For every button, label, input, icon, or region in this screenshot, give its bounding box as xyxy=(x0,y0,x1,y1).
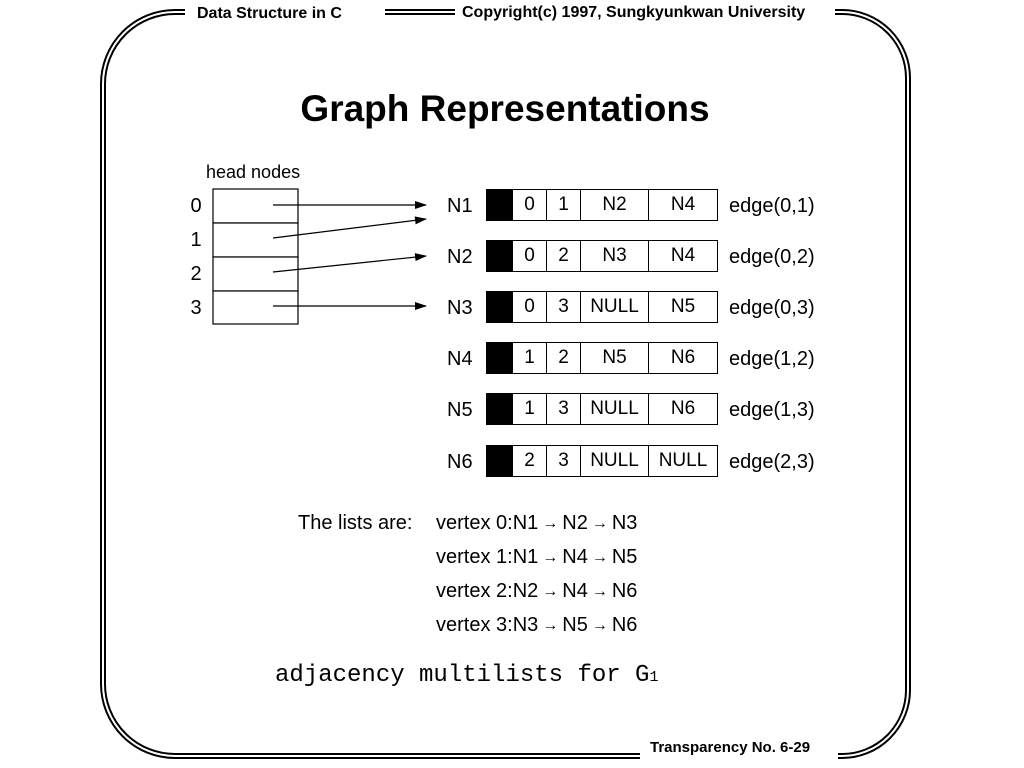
vertex2-field: 3 xyxy=(546,393,581,425)
node-name: N2 xyxy=(447,246,473,268)
edge-label: edge(0,3) xyxy=(729,297,815,319)
vertex-list-head: vertex 1:N1 xyxy=(436,546,539,568)
edge-label: edge(1,2) xyxy=(729,348,815,370)
pointer-arrow-1 xyxy=(272,216,427,239)
vertex-list-node: N2 xyxy=(562,512,588,534)
vertex-list-node: N5 xyxy=(562,614,588,636)
path2-field: NULL xyxy=(648,445,718,477)
pointer-arrow-2 xyxy=(272,253,427,273)
path2-field: N6 xyxy=(648,393,718,425)
vertex-list-node: N5 xyxy=(611,546,638,568)
course-title: Data Structure in C xyxy=(193,5,346,23)
vertex-list-node: N6 xyxy=(611,614,638,636)
node-name: N6 xyxy=(447,451,473,473)
mark-bit xyxy=(486,240,513,272)
right-arrow-icon: → xyxy=(591,617,608,634)
path1-field: NULL xyxy=(580,291,649,323)
vertex-list-node: N4 xyxy=(562,546,588,568)
right-arrow-icon: → xyxy=(591,515,608,532)
path2-field: N4 xyxy=(648,189,718,221)
edge-label: edge(0,1) xyxy=(729,195,815,217)
head-index-0: 0 xyxy=(190,195,202,217)
vertex2-field: 1 xyxy=(546,189,581,221)
vertex1-field: 2 xyxy=(512,445,547,477)
path1-field: N2 xyxy=(580,189,649,221)
node-name: N4 xyxy=(447,348,473,370)
mark-bit xyxy=(486,291,513,323)
right-arrow-icon: → xyxy=(591,583,608,600)
path2-field: N6 xyxy=(648,342,718,374)
copyright-notice: Copyright(c) 1997, Sungkyunkwan Universi… xyxy=(458,4,810,22)
figure-caption: adjacency multilists for G1 xyxy=(275,662,658,689)
head-nodes-label: head nodes xyxy=(206,162,301,182)
vertex1-field: 0 xyxy=(512,291,547,323)
path1-field: NULL xyxy=(580,445,649,477)
vertex-list-node: N3 xyxy=(611,512,638,534)
edge-label: edge(1,3) xyxy=(729,399,815,421)
mark-bit xyxy=(486,342,513,374)
vertex-list-head: vertex 0:N1 xyxy=(436,512,539,534)
vertex2-field: 3 xyxy=(546,291,581,323)
node-name: N5 xyxy=(447,399,473,421)
vertex1-field: 1 xyxy=(512,342,547,374)
right-arrow-icon: → xyxy=(542,549,559,566)
vertex1-field: 0 xyxy=(512,240,547,272)
mark-bit xyxy=(486,445,513,477)
vertex1-field: 1 xyxy=(512,393,547,425)
right-arrow-icon: → xyxy=(542,617,559,634)
node-name: N1 xyxy=(447,195,473,217)
lists-intro: The lists are: xyxy=(298,512,413,534)
right-arrow-icon: → xyxy=(591,549,608,566)
path2-field: N4 xyxy=(648,240,718,272)
vertex-list-node: N4 xyxy=(562,580,588,602)
vertex-list-0: vertex 0:N1→N2→N3 xyxy=(436,512,637,535)
vertex2-field: 3 xyxy=(546,445,581,477)
vertex-list-2: vertex 2:N2→N4→N6 xyxy=(436,580,637,603)
vertex-list-1: vertex 1:N1→N4→N5 xyxy=(436,546,637,569)
path1-field: NULL xyxy=(580,393,649,425)
vertex-list-head: vertex 3:N3 xyxy=(436,614,539,636)
vertex-list-3: vertex 3:N3→N5→N6 xyxy=(436,614,637,637)
head-index-1: 1 xyxy=(190,229,202,251)
caption-subscript: 1 xyxy=(649,669,659,686)
mark-bit xyxy=(486,393,513,425)
vertex1-field: 0 xyxy=(512,189,547,221)
vertex-list-head: vertex 2:N2 xyxy=(436,580,539,602)
node-name: N3 xyxy=(447,297,473,319)
path2-field: N5 xyxy=(648,291,718,323)
page-title: Graph Representations xyxy=(300,88,710,129)
mark-bit xyxy=(486,189,513,221)
path1-field: N3 xyxy=(580,240,649,272)
edge-label: edge(2,3) xyxy=(729,451,815,473)
vertex2-field: 2 xyxy=(546,342,581,374)
head-index-2: 2 xyxy=(190,263,202,285)
caption-text: adjacency multilists for G xyxy=(275,662,650,689)
head-node-column xyxy=(212,188,299,325)
edge-label: edge(0,2) xyxy=(729,246,815,268)
right-arrow-icon: → xyxy=(542,583,559,600)
vertex2-field: 2 xyxy=(546,240,581,272)
right-arrow-icon: → xyxy=(542,515,559,532)
vertex-list-node: N6 xyxy=(611,580,638,602)
transparency-number: Transparency No. 6-29 xyxy=(646,739,815,756)
head-index-3: 3 xyxy=(190,297,202,319)
path1-field: N5 xyxy=(580,342,649,374)
